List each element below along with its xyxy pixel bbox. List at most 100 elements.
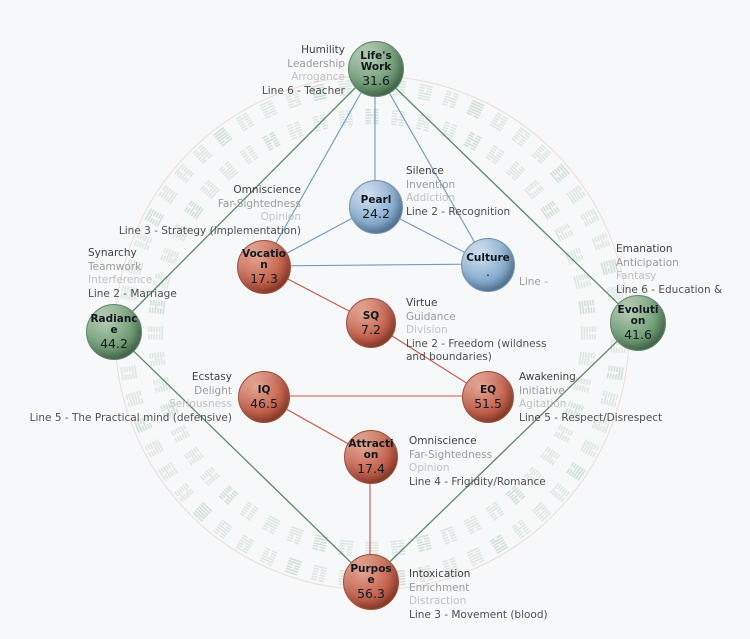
hexagram-glyph: [218, 161, 239, 181]
node-vocation-value: 17.3: [250, 271, 278, 286]
hexagram-glyph: [591, 415, 611, 434]
hexagram-glyph: [440, 121, 458, 140]
hexagram-glyph: [566, 461, 586, 481]
hexagram-glyph: [524, 466, 544, 487]
edge-evolution-purpose: [369, 321, 638, 582]
node-purpose-value: 56.3: [357, 586, 385, 601]
hexagram-glyph: [174, 163, 195, 184]
node-iq-value: 46.5: [250, 395, 278, 411]
hexagram-glyph: [338, 539, 354, 557]
hexagram-glyph: [489, 534, 509, 555]
hexagram-glyph: [239, 501, 259, 522]
hexagram-glyph: [485, 501, 505, 522]
hexagram-glyph: [311, 564, 327, 583]
hexagram-glyph: [442, 557, 460, 576]
hexagram-glyph: [524, 179, 544, 200]
node-lifes-work-label: Life's Work: [360, 50, 392, 73]
hexagram-glyph: [218, 485, 239, 505]
hexagram-glyph: [125, 390, 144, 408]
hexagram-glyph: [553, 223, 574, 242]
hexagram-glyph: [440, 526, 458, 545]
node-sq-label: SQ: [362, 309, 380, 322]
hexagram-glyph: [600, 258, 619, 276]
hexagram-glyph: [174, 482, 195, 503]
hexagram-glyph: [183, 446, 204, 466]
hexagram-glyph: [312, 534, 329, 553]
hexagram-glyph: [259, 99, 278, 119]
hexagram-glyph: [511, 126, 531, 147]
hexagram-glyph: [160, 247, 179, 265]
hexagram-glyph: [573, 273, 592, 290]
hexagram-glyph: [579, 439, 600, 458]
hexagram-glyph: [160, 401, 179, 419]
node-attraction-label: Attraction: [348, 438, 394, 461]
node-evolution-value: 41.6: [624, 327, 652, 342]
hexagram-glyph: [365, 109, 379, 125]
hexagram-glyph: [144, 439, 165, 458]
hexagram-glyph: [580, 326, 596, 340]
edge-lifes-work-vocation: [262, 67, 376, 267]
node-radiance-label: Radiance: [90, 313, 138, 336]
node-eq-value: 51.5: [474, 395, 502, 411]
edge-lifes-work-evolution: [374, 67, 638, 323]
hexagram-glyph: [540, 446, 561, 466]
hexagram-glyph: [591, 232, 611, 251]
hexagram-glyph: [286, 526, 304, 545]
hexagram-glyph: [183, 200, 204, 220]
hexagram-glyph: [200, 466, 220, 487]
hexagram-glyph: [338, 109, 354, 127]
hexagram-glyph: [133, 415, 153, 434]
hexagram-glyph: [192, 144, 213, 165]
edge-lifes-work-radiance: [112, 67, 376, 332]
hexagram-glyph: [540, 200, 561, 220]
hexagram-glyph: [463, 131, 482, 152]
hexagram-glyph: [262, 514, 281, 535]
hexagram-glyph: [579, 208, 600, 227]
hexagram-glyph: [311, 83, 327, 102]
hexagram-glyph: [606, 365, 624, 381]
node-pearl-value: 24.2: [362, 205, 390, 221]
node-eq-label: EQ: [479, 383, 497, 396]
hexagram-glyph: [549, 163, 570, 184]
hexagram-glyph: [505, 161, 526, 181]
hexagram-glyph: [578, 351, 596, 367]
hexagram-glyph: [531, 144, 552, 165]
node-radiance-value: 44.2: [100, 336, 128, 351]
hexagram-glyph: [213, 519, 233, 540]
hexagram-glyph: [259, 547, 278, 567]
edge-vocation-culture: [262, 263, 488, 267]
hexagram-glyph: [148, 326, 164, 340]
hexagram-glyph: [120, 285, 138, 301]
hexagram-glyph: [417, 83, 433, 102]
node-culture-label: Culture: [466, 251, 510, 264]
hexagram-glyph: [170, 223, 191, 242]
hexagram-glyph: [565, 247, 584, 265]
hexagram-glyph: [606, 285, 624, 301]
node-culture[interactable]: Culture.: [461, 238, 515, 292]
hexagram-glyph: [578, 299, 596, 315]
hexagram-glyph: [133, 232, 153, 251]
node-lifes-work-value: 31.6: [362, 73, 390, 88]
hexagram-glyph: [549, 482, 570, 503]
hexagram-glyph: [442, 90, 460, 109]
hexagram-glyph: [120, 365, 138, 381]
hexagram-glyph: [239, 144, 259, 165]
hexagram-glyph: [485, 144, 505, 165]
hexagram-glyph: [417, 564, 433, 583]
hexagram-glyph: [284, 90, 302, 109]
hexagram-glyph: [573, 376, 592, 393]
hexagram-glyph: [213, 126, 233, 147]
hexagram-glyph: [192, 501, 213, 522]
hexagram-glyph: [235, 534, 255, 555]
node-iq-label: IQ: [257, 383, 271, 396]
